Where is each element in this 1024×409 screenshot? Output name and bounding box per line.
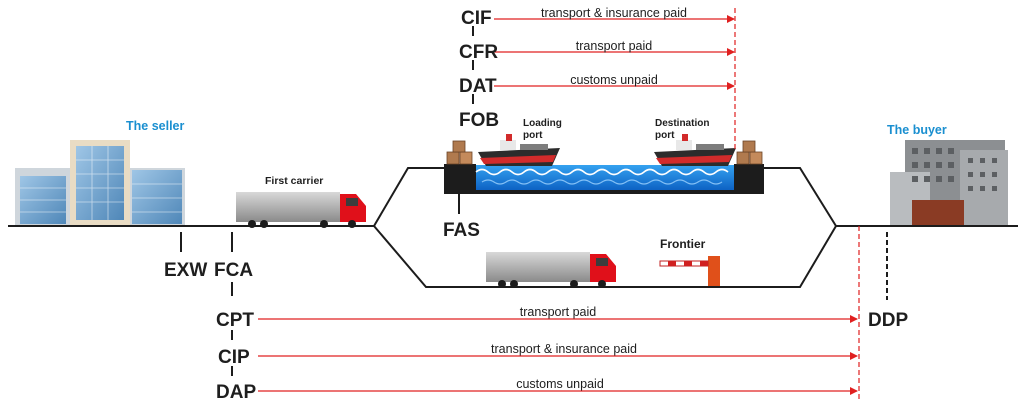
seller-building-illustration [15, 140, 185, 226]
cpt-arrow-label: transport paid [520, 305, 596, 319]
dat-arrow-label: customs unpaid [570, 73, 658, 87]
buyer-building-illustration [890, 140, 1008, 226]
term-tick-lines [180, 26, 474, 376]
term-fob: FOB [459, 110, 499, 131]
term-cip: CIP [218, 347, 250, 368]
frontier-barrier-icon [659, 256, 720, 286]
ship-destination-port-icon [654, 134, 736, 166]
cfr-arrow-label: transport paid [576, 39, 652, 53]
term-dat: DAT [459, 76, 497, 97]
truck-frontier-icon [486, 252, 616, 288]
term-fas: FAS [443, 220, 480, 241]
term-dap: DAP [216, 382, 256, 403]
ship-loading-port-icon [478, 134, 560, 166]
seller-label: The seller [126, 119, 184, 133]
land-arrows [258, 315, 858, 395]
truck-first-carrier-icon [236, 192, 366, 228]
buyer-label: The buyer [887, 123, 947, 137]
term-cfr: CFR [459, 42, 498, 63]
cif-arrow-label: transport & insurance paid [541, 6, 687, 20]
term-cpt: CPT [216, 310, 254, 331]
term-fca: FCA [214, 260, 253, 281]
term-exw: EXW [164, 260, 207, 281]
loading-port-label-line1: Loading [523, 118, 562, 129]
sea-arrows [494, 15, 735, 90]
destination-port-label-line1: Destination [655, 118, 709, 129]
loading-port-label-line2: port [523, 130, 543, 141]
destination-port-label-line2: port [655, 130, 675, 141]
cargo-crates-left-icon [446, 140, 473, 165]
dap-arrow-label: customs unpaid [516, 377, 604, 391]
first-carrier-label: First carrier [265, 175, 323, 187]
term-ddp: DDP [868, 310, 908, 331]
frontier-label: Frontier [660, 237, 706, 251]
sea-dock [444, 140, 764, 194]
term-cif: CIF [461, 8, 492, 29]
cargo-crates-right-icon [736, 140, 763, 165]
cip-arrow-label: transport & insurance paid [491, 342, 637, 356]
